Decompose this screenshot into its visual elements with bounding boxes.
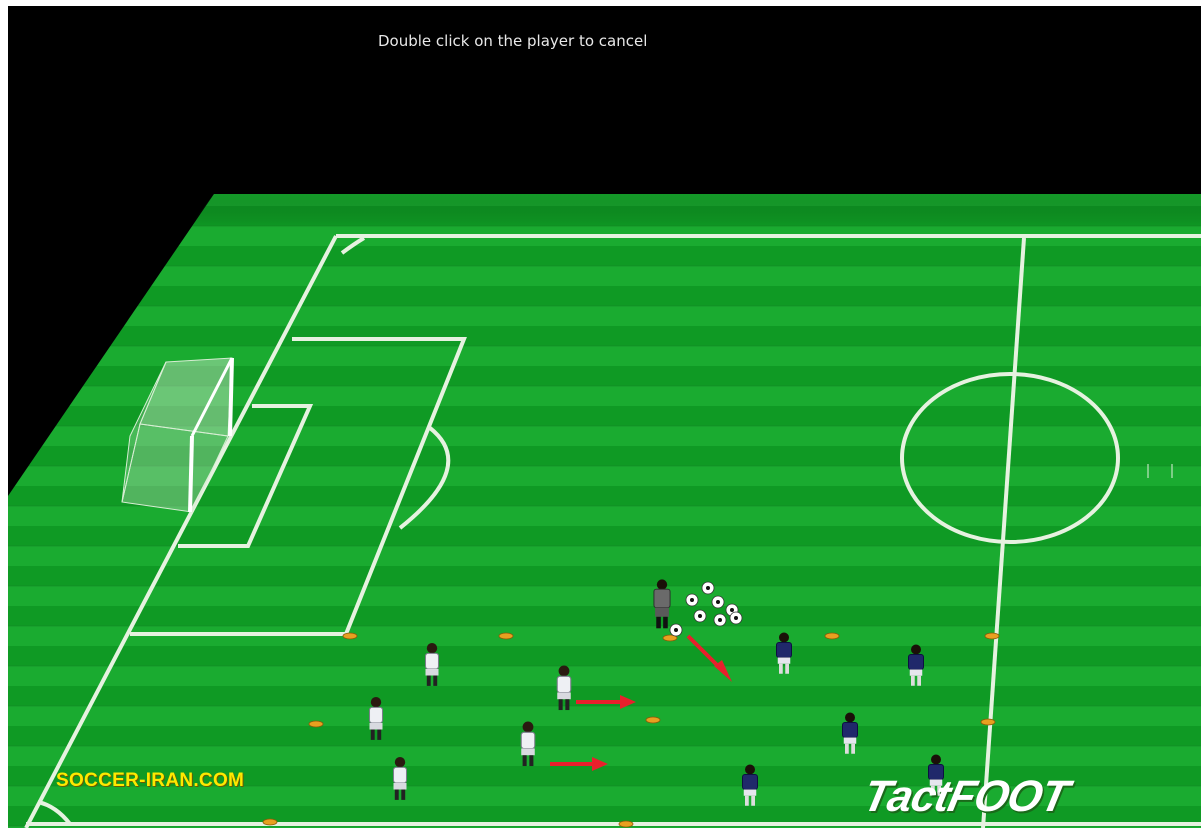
pitch-edge-shade (188, 194, 1201, 228)
pitch-canvas[interactable] (8, 6, 1201, 828)
tactic-board[interactable]: Double click on the player to cancel SOC… (8, 6, 1201, 828)
brand-logo: TactFOOT (859, 772, 1073, 822)
instruction-text: Double click on the player to cancel (378, 32, 647, 50)
watermark-text: SOCCER-IRAN.COM (56, 770, 244, 792)
